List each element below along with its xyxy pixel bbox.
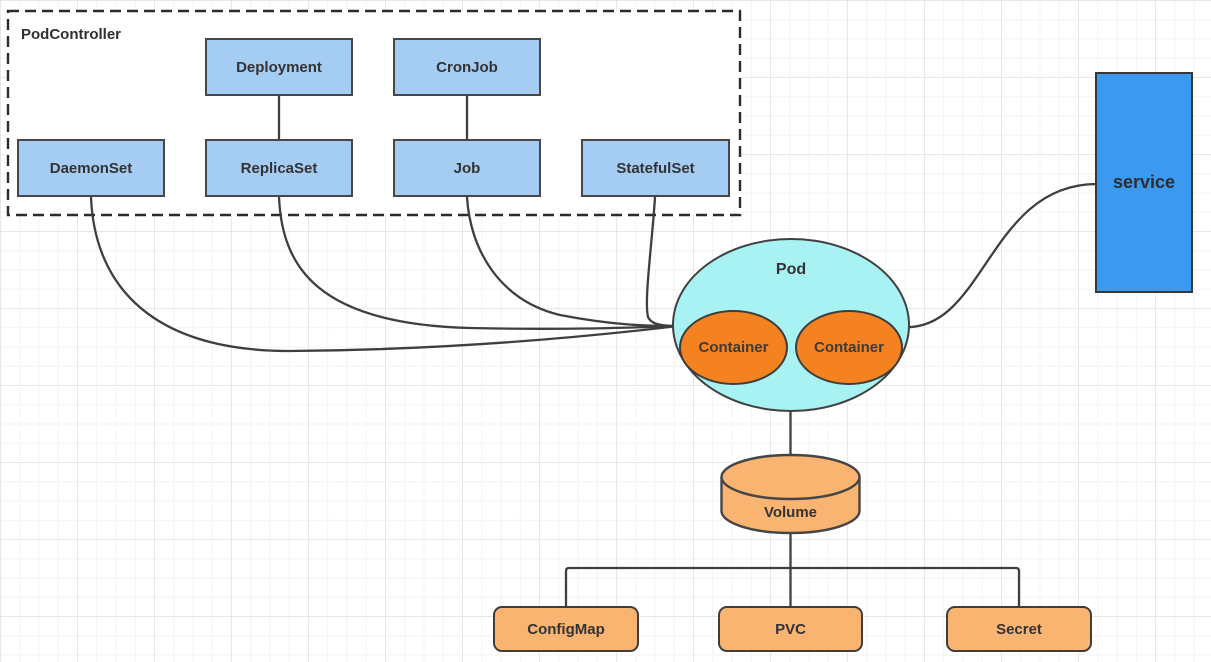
node-service-label: service <box>1112 172 1176 192</box>
podcontroller-label: PodController <box>21 26 121 43</box>
node-configmap[interactable]: ConfigMap <box>493 606 639 652</box>
edge-daemonset-pod <box>89 195 680 353</box>
node-container-left[interactable]: Container <box>679 310 788 385</box>
node-job-label: Job <box>453 159 481 177</box>
edge-job-pod <box>465 195 680 328</box>
node-daemonset[interactable]: DaemonSet <box>17 139 165 197</box>
node-cronjob[interactable]: CronJob <box>393 38 541 96</box>
node-container-left-label: Container <box>698 339 769 356</box>
node-service[interactable]: service <box>1095 72 1193 293</box>
node-container-right[interactable]: Container <box>795 310 903 385</box>
edge-volume-configmap-secret <box>564 566 1021 608</box>
node-replicaset-label: ReplicaSet <box>240 159 318 177</box>
node-configmap-label: ConfigMap <box>527 620 605 638</box>
node-statefulset[interactable]: StatefulSet <box>581 139 730 197</box>
node-pvc-label: PVC <box>775 620 806 638</box>
node-statefulset-label: StatefulSet <box>616 159 695 177</box>
node-secret-label: Secret <box>996 620 1042 638</box>
node-job[interactable]: Job <box>393 139 541 197</box>
node-pod-label: Pod <box>775 261 807 278</box>
edge-replicaset-pod <box>277 195 680 330</box>
node-cronjob-label: CronJob <box>436 58 498 76</box>
node-replicaset[interactable]: ReplicaSet <box>205 139 353 197</box>
node-pvc[interactable]: PVC <box>718 606 863 652</box>
edge-statefulset-pod <box>645 195 680 328</box>
volume-cylinder[interactable] <box>720 453 861 535</box>
node-container-right-label: Container <box>813 339 884 356</box>
node-volume-label: Volume <box>763 503 818 521</box>
edge-pod-service <box>900 182 1099 329</box>
node-daemonset-label: DaemonSet <box>49 159 133 177</box>
volume-cylinder-top <box>720 453 861 501</box>
node-secret[interactable]: Secret <box>946 606 1092 652</box>
node-deployment[interactable]: Deployment <box>205 38 353 96</box>
node-deployment-label: Deployment <box>236 58 322 76</box>
